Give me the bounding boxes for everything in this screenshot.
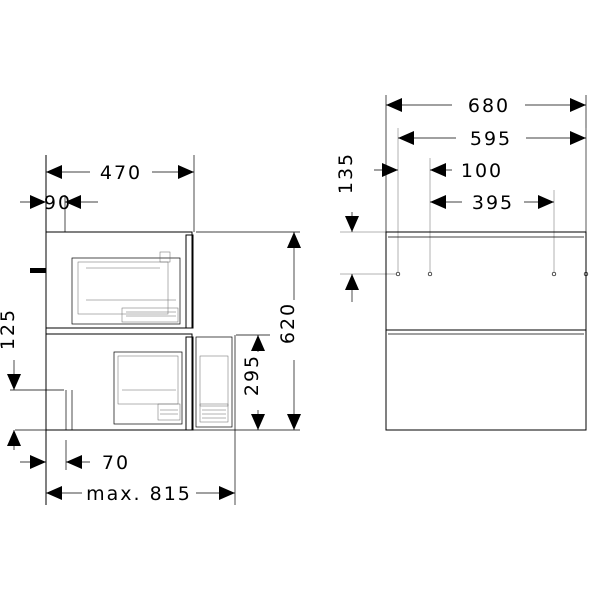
- dim-70: 70: [20, 440, 130, 474]
- extended-drawer: [195, 336, 233, 428]
- front-lower-drawer: [385, 329, 587, 431]
- mount-hole-2: [427, 271, 433, 277]
- dim-125: 125: [0, 308, 21, 450]
- dim-680: 680: [386, 95, 586, 117]
- dim-100-label: 100: [461, 160, 503, 182]
- dim-620-label: 620: [277, 302, 299, 344]
- dim-max-815: max. 815: [46, 483, 235, 505]
- dim-135: 135: [335, 152, 359, 302]
- mount-hole-1: [395, 271, 401, 277]
- dim-470: 470: [46, 162, 194, 184]
- dim-295-label: 295: [241, 354, 263, 396]
- dim-395: 395: [430, 192, 554, 214]
- lower-drawer-internals: [65, 351, 183, 430]
- dim-max-815-label: max. 815: [86, 483, 192, 505]
- wall-mount-bracket: [30, 268, 46, 273]
- front-cabinet-body: [385, 231, 587, 431]
- dim-680-label: 680: [468, 95, 510, 117]
- dim-70-label: 70: [102, 452, 130, 474]
- dim-100: 100: [374, 160, 503, 182]
- dim-125-label: 125: [0, 308, 19, 350]
- upper-drawer-internals: [71, 251, 181, 325]
- dim-595-label: 595: [470, 128, 512, 150]
- dim-135-label: 135: [335, 152, 357, 194]
- dim-470-label: 470: [100, 162, 142, 184]
- mount-hole-4: [583, 271, 589, 277]
- side-view: 470 90 125 620: [0, 155, 301, 505]
- dim-595: 595: [398, 128, 586, 150]
- upper-cabinet-body: [45, 231, 193, 329]
- dim-90: 90: [20, 192, 98, 214]
- dim-620: 620: [277, 232, 301, 430]
- dim-295: 295: [241, 335, 265, 430]
- upper-front-panel: [185, 234, 194, 329]
- dim-395-label: 395: [472, 192, 514, 214]
- mount-hole-3: [551, 271, 557, 277]
- front-view: 680 595 100 395: [335, 95, 589, 431]
- dim-90-label: 90: [44, 192, 72, 214]
- lower-cabinet-body: [45, 333, 193, 431]
